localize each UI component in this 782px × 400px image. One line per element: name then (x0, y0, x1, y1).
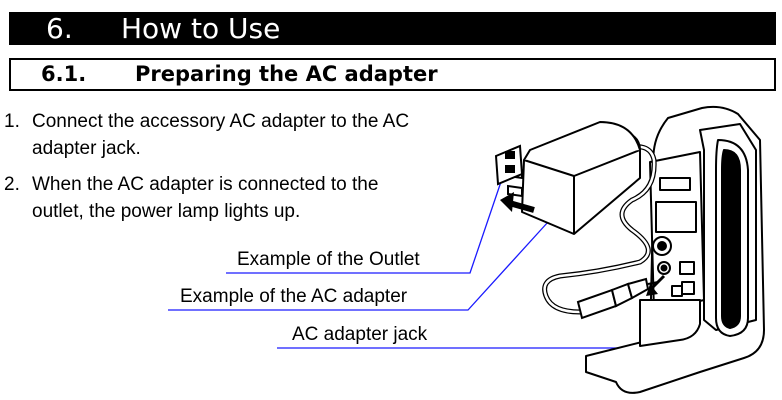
leader-line-outlet (226, 169, 506, 274)
callout-outlet-label: Example of the Outlet (237, 249, 420, 270)
subsection-title: Preparing the AC adapter (135, 62, 438, 86)
step-text: Connect the accessory AC adapter to the … (32, 111, 410, 159)
step-number: 2. (4, 174, 20, 195)
leader-line-jack (277, 274, 665, 349)
step-number: 1. (4, 111, 20, 132)
section-header: 6. How to Use (9, 12, 776, 45)
device-body (585, 105, 765, 394)
instruction-step-2: 2. When the AC adapter is connected to t… (0, 171, 440, 225)
callout-jack-label: AC adapter jack (292, 324, 428, 345)
dc-plug (576, 277, 659, 320)
callout-adapter-label: Example of the AC adapter (180, 286, 408, 307)
section-title: How to Use (121, 12, 281, 45)
instruction-step-1: 1. Connect the accessory AC adapter to t… (0, 108, 440, 162)
ac-adapter-brick (521, 121, 641, 235)
subsection-header: 6.1. Preparing the AC adapter (9, 58, 776, 91)
section-number: 6. (46, 12, 73, 45)
instruction-list: 1. Connect the accessory AC adapter to t… (0, 108, 440, 234)
step-text: When the AC adapter is connected to the … (32, 174, 379, 222)
insert-arrowhead (646, 284, 658, 296)
leader-line-adapter (168, 221, 549, 311)
plug-in-arrowhead (500, 192, 514, 212)
insert-arrow (650, 274, 666, 290)
subsection-number: 6.1. (41, 62, 87, 86)
outlet-plate (494, 144, 524, 186)
